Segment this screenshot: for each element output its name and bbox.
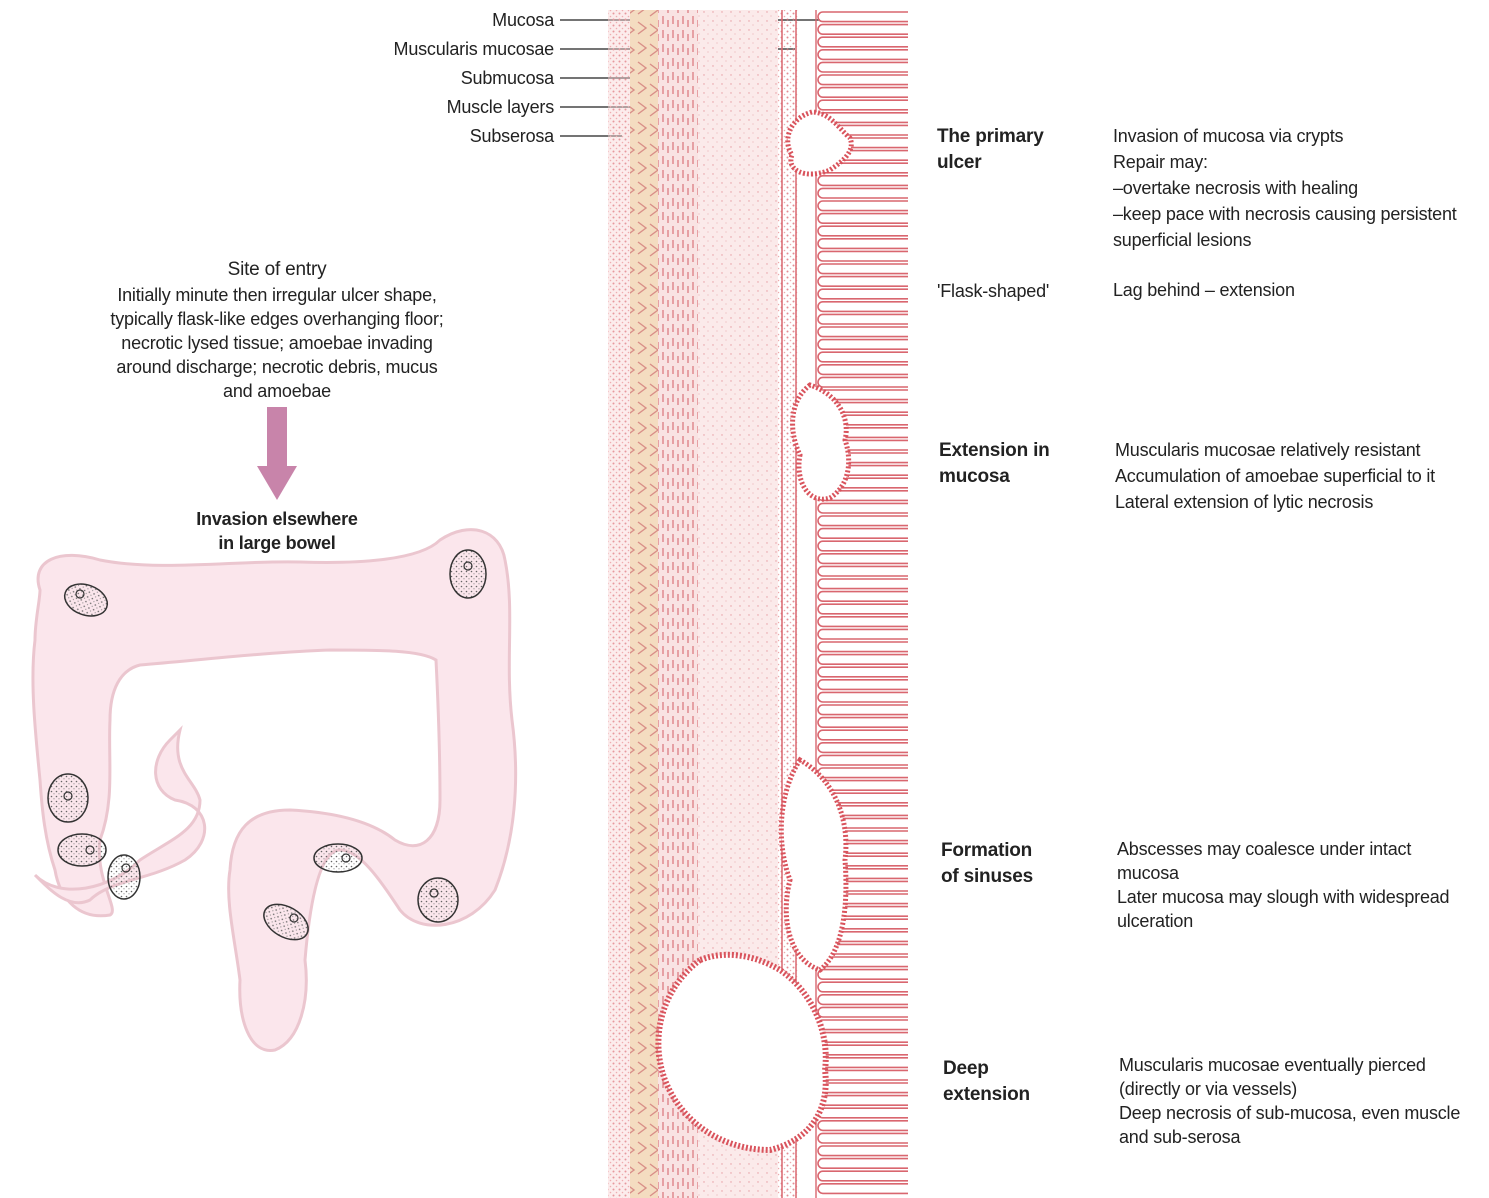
crypt-loops bbox=[818, 12, 908, 1193]
amoeba-ulcer-icon bbox=[108, 855, 140, 899]
layer-label-submucosa: Submucosa bbox=[354, 66, 554, 90]
stage-description-deep-extension: Muscularis mucosae eventually pierced (d… bbox=[1119, 1053, 1460, 1149]
layer-label-mucosa: Mucosa bbox=[354, 8, 554, 32]
stage-name-deep-extension: Deep extension bbox=[943, 1056, 1030, 1108]
amoeba-ulcer-icon bbox=[314, 844, 362, 872]
layer-label-subserosa: Subserosa bbox=[354, 124, 554, 148]
stage-name-extension-in-mucosa: Extension in mucosa bbox=[939, 438, 1050, 490]
arrow-down-icon bbox=[257, 407, 297, 500]
large-bowel-illustration bbox=[33, 530, 516, 1051]
amoeba-ulcer-icon bbox=[58, 834, 106, 866]
stage-name-formation-of-sinuses: Formation of sinuses bbox=[941, 838, 1033, 890]
stage-description-formation-of-sinuses: Abscesses may coalesce under intact muco… bbox=[1117, 837, 1449, 933]
layer-label-muscularis-mucosae: Muscularis mucosae bbox=[354, 37, 554, 61]
stage-name-flask-shaped: 'Flask-shaped' bbox=[937, 279, 1049, 303]
site-of-entry-description: Initially minute then irregular ulcer sh… bbox=[87, 283, 467, 403]
bowel-wall-section bbox=[608, 10, 908, 1198]
stage-description-extension-in-mucosa: Muscularis mucosae relatively resistant … bbox=[1115, 437, 1435, 515]
primary-ulcer bbox=[788, 112, 852, 174]
invasion-elsewhere-title: Invasion elsewhere in large bowel bbox=[157, 507, 397, 555]
amoeba-ulcer-icon bbox=[418, 878, 458, 922]
site-of-entry-title: Site of entry bbox=[177, 258, 377, 282]
stage-name-primary-ulcer: The primary ulcer bbox=[937, 124, 1044, 176]
sinus-formation-ulcer bbox=[781, 760, 846, 970]
muscle-layer-outer bbox=[630, 10, 658, 1198]
layer-label-muscle-layers: Muscle layers bbox=[354, 95, 554, 119]
stage-description-flask-shaped: Lag behind – extension bbox=[1113, 278, 1295, 302]
amoeba-ulcer-icon bbox=[48, 774, 88, 822]
mucosa-crypts bbox=[816, 10, 908, 1198]
amoeba-ulcer-icon bbox=[450, 550, 486, 598]
stage-description-primary-ulcer: Invasion of mucosa via crypts Repair may… bbox=[1113, 123, 1457, 253]
